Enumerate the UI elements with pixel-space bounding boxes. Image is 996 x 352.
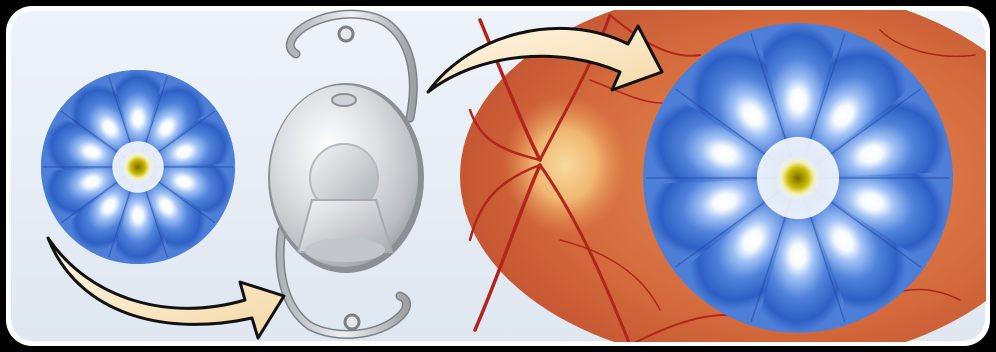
illustration-svg [0, 0, 996, 352]
illustration-frame [0, 0, 996, 352]
